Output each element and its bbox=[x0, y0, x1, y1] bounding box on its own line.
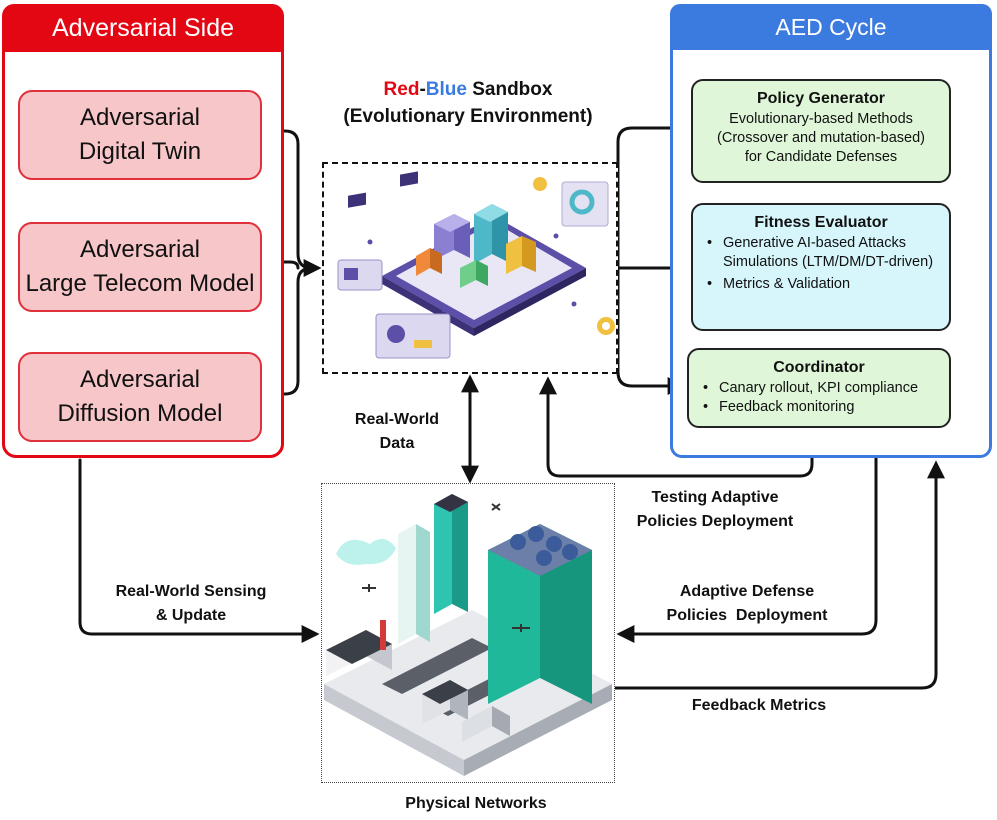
adv-box-line2: Digital Twin bbox=[78, 138, 202, 165]
aed-cycle-panel: AED Cycle Policy Generator Evolutionary-… bbox=[670, 4, 992, 458]
fitness-evaluator-bullet: Generative AI-based Attacks Simulations … bbox=[693, 234, 949, 272]
coordinator-bullet: Canary rollout, KPI compliance bbox=[689, 379, 949, 398]
aed-cycle-title: AED Cycle bbox=[670, 4, 992, 50]
coordinator-bullet: Feedback monitoring bbox=[689, 398, 949, 417]
adaptive-defense-line: Adaptive Defense bbox=[679, 583, 815, 600]
sandbox-subtitle: (Evolutionary Environment) bbox=[343, 106, 593, 127]
adaptive-defense-line: Policies Deployment bbox=[666, 607, 828, 624]
sandbox-title-dash: - bbox=[419, 79, 426, 100]
testing-adaptive-line: Policies Deployment bbox=[636, 513, 794, 530]
physical-networks-label: Physical Networks bbox=[405, 795, 547, 812]
real-world-data-line: Data bbox=[379, 435, 415, 452]
sandbox-title-red: Red bbox=[383, 79, 420, 100]
policy-generator-box[interactable]: Policy Generator Evolutionary-based Meth… bbox=[691, 79, 951, 183]
wire-sandbox-to-policy bbox=[616, 119, 690, 270]
fitness-evaluator-box[interactable]: Fitness Evaluator Generative AI-based At… bbox=[691, 203, 951, 331]
real-world-sensing-line: Real-World Sensing bbox=[115, 583, 267, 600]
wire-adaptive-defense bbox=[616, 456, 878, 643]
feedback-metrics-label: Feedback Metrics bbox=[691, 697, 827, 714]
adaptive-defense-label: Adaptive Defense Policies Deployment bbox=[652, 580, 842, 628]
real-world-sensing-line: & Update bbox=[155, 607, 227, 624]
adversarial-digital-twin-box[interactable]: Adversarial Digital Twin bbox=[18, 90, 262, 180]
isometric-smart-city-illustration bbox=[324, 494, 612, 776]
isometric-city-tablet-illustration bbox=[337, 171, 615, 359]
adv-box-line1: Adversarial bbox=[79, 366, 201, 393]
adv-box-line2: Diffusion Model bbox=[57, 400, 223, 427]
real-world-sensing-label: Real-World Sensing & Update bbox=[96, 580, 286, 628]
real-world-data-label: Real-World Data bbox=[342, 408, 452, 456]
policy-generator-line: for Candidate Defenses bbox=[744, 149, 898, 165]
testing-adaptive-label: Testing Adaptive Policies Deployment bbox=[620, 486, 810, 534]
wire-real-world-sensing bbox=[78, 458, 320, 643]
wire-testing-adaptive bbox=[539, 376, 814, 478]
sandbox-title: Red-Blue Sandbox (Evolutionary Environme… bbox=[318, 76, 618, 130]
policy-generator-line: Evolutionary-based Methods bbox=[729, 111, 913, 127]
wire-adv-diffusion bbox=[266, 266, 314, 396]
wire-sandbox-to-coordinator bbox=[616, 266, 686, 395]
adv-box-line2: Large Telecom Model bbox=[25, 270, 255, 297]
testing-adaptive-line: Testing Adaptive bbox=[651, 489, 779, 506]
adv-box-line1: Adversarial bbox=[79, 236, 201, 263]
wire-adv-ltm bbox=[266, 260, 300, 270]
fitness-evaluator-bullet: Metrics & Validation bbox=[693, 275, 949, 294]
sandbox-title-rest: Sandbox bbox=[466, 79, 553, 100]
coordinator-title: Coordinator bbox=[773, 359, 865, 376]
adversarial-side-title: Adversarial Side bbox=[2, 4, 284, 52]
adversarial-diffusion-box[interactable]: Adversarial Diffusion Model bbox=[18, 352, 262, 442]
adversarial-ltm-box[interactable]: Adversarial Large Telecom Model bbox=[18, 222, 262, 312]
coordinator-box[interactable]: Coordinator Canary rollout, KPI complian… bbox=[687, 348, 951, 428]
real-world-data-line: Real-World bbox=[354, 411, 440, 428]
policy-generator-title: Policy Generator bbox=[756, 90, 886, 107]
adv-box-line1: Adversarial bbox=[79, 104, 201, 131]
physical-networks-illustration-frame bbox=[321, 483, 615, 783]
fitness-evaluator-title: Fitness Evaluator bbox=[754, 214, 888, 231]
sandbox-title-blue: Blue bbox=[425, 79, 467, 100]
sandbox-illustration-frame bbox=[322, 162, 618, 374]
policy-generator-line: (Crossover and mutation-based) bbox=[717, 130, 925, 146]
wire-feedback-metrics bbox=[554, 460, 945, 690]
